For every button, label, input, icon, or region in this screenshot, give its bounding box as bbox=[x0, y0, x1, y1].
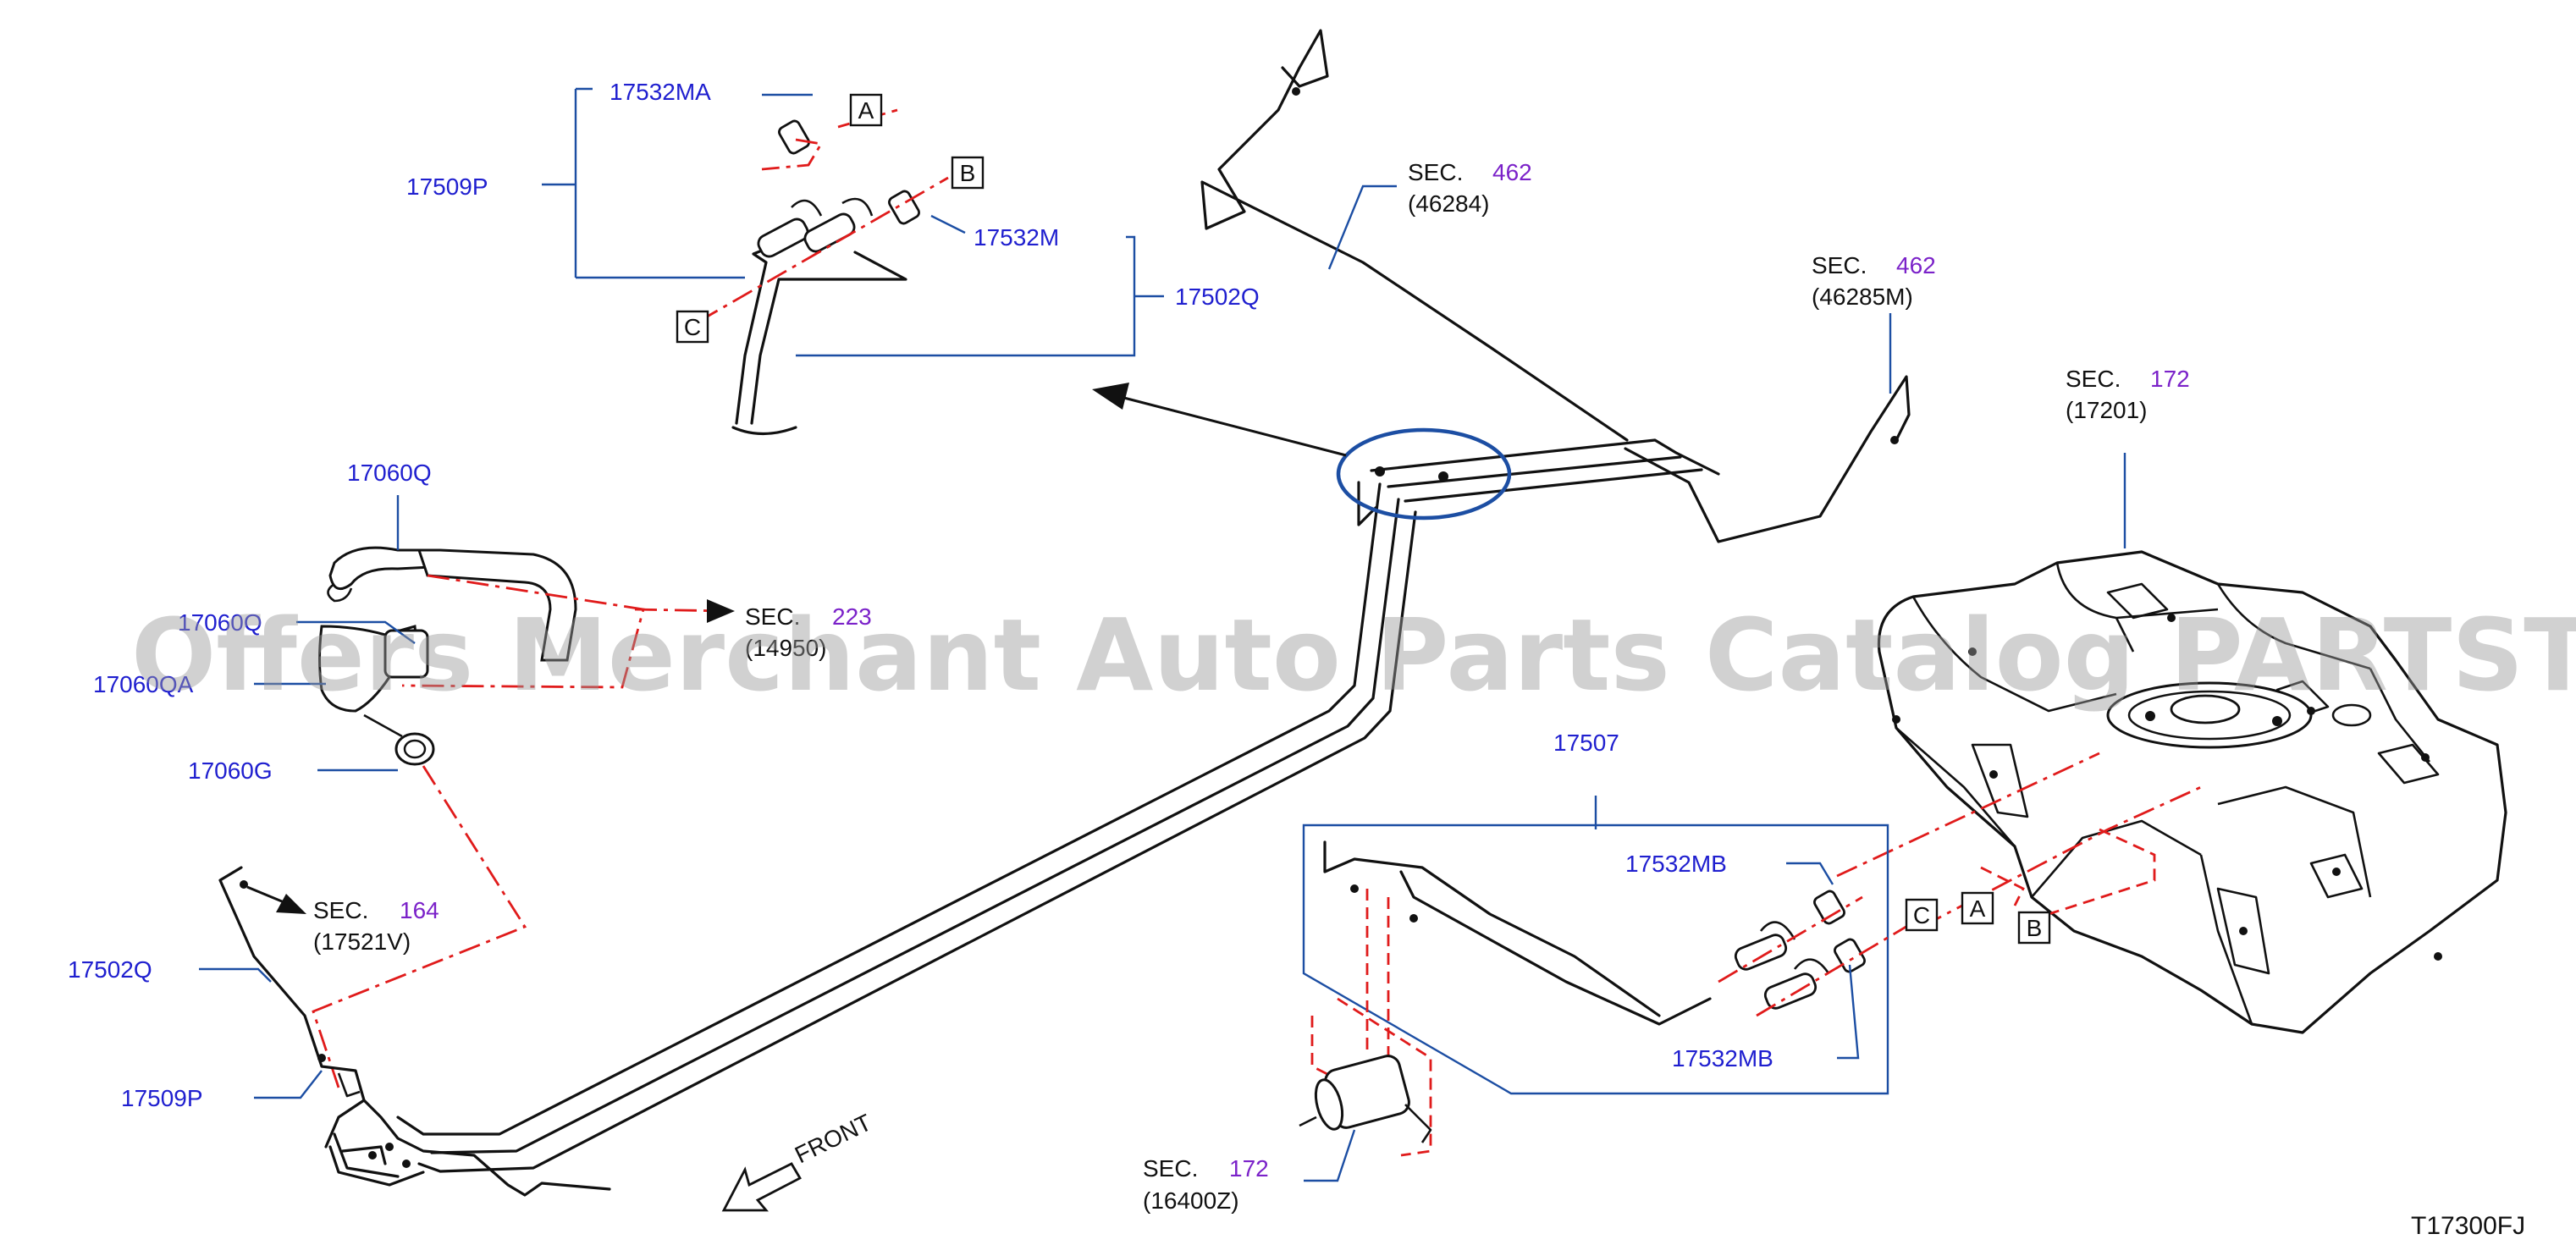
sec-46285M-word: SEC. bbox=[1812, 252, 1867, 278]
sec-46284-num[interactable]: 462 bbox=[1492, 159, 1532, 185]
sec-16400Z-code: (16400Z) bbox=[1143, 1187, 1239, 1214]
sec-16400Z-num[interactable]: 172 bbox=[1229, 1155, 1269, 1182]
sec-46285M-num[interactable]: 462 bbox=[1896, 252, 1936, 278]
filler-hoses bbox=[318, 546, 577, 766]
front-direction-indicator: FRONT bbox=[721, 1109, 875, 1212]
detail-circle bbox=[1336, 427, 1512, 521]
callout-b-top: B bbox=[960, 160, 976, 186]
sec-46284-word: SEC. bbox=[1408, 159, 1463, 185]
sec-223-code: (14950) bbox=[745, 635, 827, 661]
part-17532MB-top[interactable]: 17532MB bbox=[1625, 851, 1727, 877]
boxed-detail-tubes bbox=[1323, 840, 1914, 1058]
callout-a-tank: A bbox=[1970, 895, 1986, 922]
part-17502Q-left[interactable]: 17502Q bbox=[68, 956, 152, 983]
sec-223-num[interactable]: 223 bbox=[832, 603, 872, 630]
sec-17201-word: SEC. bbox=[2066, 366, 2121, 392]
part-17060QA[interactable]: 17060QA bbox=[93, 671, 194, 697]
diagram-id: T17300FJ bbox=[2411, 1212, 2525, 1240]
main-fuel-tubes bbox=[396, 438, 1720, 1173]
part-17509P-top[interactable]: 17509P bbox=[406, 174, 488, 200]
front-label: FRONT bbox=[791, 1109, 875, 1168]
sec-223-arrow bbox=[707, 599, 735, 623]
sec-164-num[interactable]: 164 bbox=[400, 897, 439, 923]
sec-17201-code: (17201) bbox=[2066, 397, 2148, 423]
callout-c-boxed: C bbox=[1913, 902, 1930, 928]
sec-46284-code: (46284) bbox=[1408, 190, 1490, 217]
part-17507[interactable]: 17507 bbox=[1553, 730, 1619, 756]
fuel-tank bbox=[1877, 550, 2507, 1034]
part-17532MB-bottom[interactable]: 17532MB bbox=[1672, 1045, 1773, 1071]
callout-c-top: C bbox=[684, 314, 701, 340]
part-17060Q-top[interactable]: 17060Q bbox=[347, 460, 432, 486]
part-17502Q-top[interactable]: 17502Q bbox=[1175, 284, 1260, 310]
sec-17201-num[interactable]: 172 bbox=[2150, 366, 2190, 392]
sec-46285M-code: (46285M) bbox=[1812, 284, 1913, 310]
part-17532MA[interactable]: 17532MA bbox=[610, 79, 711, 105]
left-pipe-ends bbox=[218, 866, 611, 1197]
callout-b-tank: B bbox=[2027, 915, 2043, 941]
detail-arrow-head bbox=[1092, 383, 1129, 410]
part-17532M[interactable]: 17532M bbox=[974, 224, 1059, 251]
sec-223-word: SEC. bbox=[745, 603, 800, 630]
part-17509P-left[interactable]: 17509P bbox=[121, 1085, 203, 1111]
part-17060G[interactable]: 17060G bbox=[188, 757, 273, 784]
sec-164-word: SEC. bbox=[313, 897, 368, 923]
part-17060Q-mid[interactable]: 17060Q bbox=[178, 609, 262, 636]
callout-a-top: A bbox=[858, 97, 874, 124]
top-detail-assembly bbox=[698, 108, 949, 436]
sec-17521V-code: (17521V) bbox=[313, 928, 411, 955]
watermark-text: Offers Merchant Auto Parts Catalog PARTS… bbox=[131, 597, 2576, 713]
fuel-filter bbox=[1299, 997, 1432, 1157]
sec-16400Z-word: SEC. bbox=[1143, 1155, 1198, 1182]
sec-164-arrow bbox=[276, 894, 306, 914]
